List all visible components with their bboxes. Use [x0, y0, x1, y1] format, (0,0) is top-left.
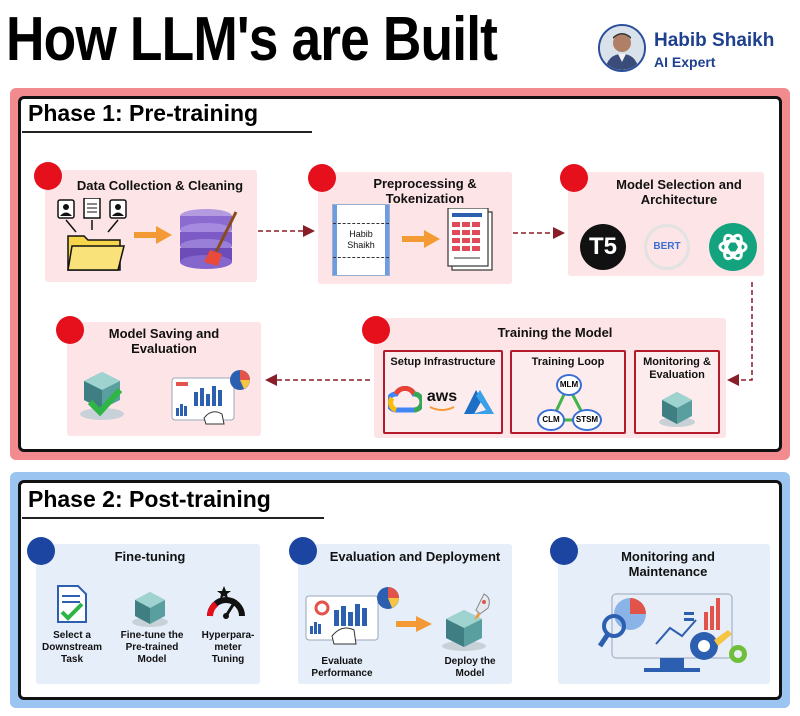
fine-tuning-item-label: Select a Downstream Task	[41, 630, 102, 665]
step-dot	[560, 164, 588, 192]
model-selection-title: Model Selection and Architecture	[616, 177, 742, 207]
fine-tuning-item-label: Hyperpara-meter Tuning	[201, 630, 255, 665]
clm-node-label: CLM	[542, 415, 560, 424]
evaluation-item-label: Deploy the Model	[444, 656, 496, 679]
phase1-underline	[22, 131, 312, 133]
t5-logo-text: T5	[588, 233, 617, 260]
setup-infrastructure-box: Setup Infrastructure	[383, 350, 503, 434]
deploy-rocket-icon	[442, 593, 490, 651]
document-icon: Habib Shaikh	[332, 204, 390, 276]
mlm-node-label: MLM	[559, 380, 579, 389]
data-collection-title: Data Collection & Cleaning	[76, 178, 244, 193]
arrow-right-icon	[396, 616, 432, 632]
t5-logo-icon: T5	[580, 224, 626, 270]
evaluation-item-label: Evaluate Performance	[311, 656, 373, 679]
azure-icon	[464, 390, 494, 414]
speed-gauge-icon	[207, 586, 245, 619]
monitoring-dashboard-icon	[597, 593, 747, 672]
step-dot	[56, 316, 84, 344]
step-dot	[308, 164, 336, 192]
stsm-node-label: STSM	[575, 415, 599, 424]
analytics-dashboard-icon	[305, 587, 399, 645]
bert-logo-icon: BERT	[644, 224, 690, 270]
document-text: Habib Shaikh	[347, 229, 375, 250]
aws-logo-text: aws	[426, 388, 458, 405]
author-name: Habib Shaikh	[654, 30, 775, 51]
training-loop-title: Training Loop	[531, 356, 605, 368]
stsm-node: STSM	[572, 409, 602, 431]
token-table-icon	[447, 208, 493, 271]
task-checklist-icon	[57, 585, 87, 623]
model-cube-icon	[659, 392, 695, 427]
google-cloud-icon	[388, 386, 422, 413]
clm-node: CLM	[537, 409, 565, 431]
setup-infrastructure-title: Setup Infrastructure	[390, 356, 496, 368]
arrow-right-icon	[134, 226, 172, 244]
model-cube-icon	[132, 592, 168, 627]
monitoring-evaluation-title: Monitoring & Evaluation	[643, 356, 711, 381]
database-cleaning-icon	[180, 209, 238, 269]
model-verified-icon	[80, 372, 124, 420]
model-saving-title: Model Saving and Evaluation	[108, 326, 220, 356]
author-role: AI Expert	[654, 54, 716, 70]
phase2-title: Phase 2: Post-training	[28, 486, 271, 512]
bert-logo-text: BERT	[653, 241, 681, 252]
openai-logo-icon	[709, 223, 757, 271]
step-dot	[289, 537, 317, 565]
analytics-dashboard-icon	[171, 370, 250, 425]
mlm-node: MLM	[556, 374, 582, 396]
step-dot	[34, 162, 62, 190]
preprocessing-title: Preprocessing & Tokenization	[373, 176, 477, 206]
step-dot	[27, 537, 55, 565]
phase1-title: Phase 1: Pre-training	[28, 100, 259, 126]
evaluation-deployment-title: Evaluation and Deployment	[329, 549, 501, 564]
fine-tuning-title: Fine-tuning	[114, 549, 186, 564]
avatar	[598, 24, 646, 72]
author-badge: Habib Shaikh AI Expert	[598, 24, 798, 74]
training-title: Training the Model	[497, 325, 613, 340]
page-title: How LLM's are Built	[6, 5, 498, 74]
monitoring-maintenance-title: Monitoring and Maintenance	[621, 549, 715, 579]
aws-logo-icon: aws	[426, 388, 458, 412]
arrow-right-icon	[402, 230, 440, 248]
phase2-underline	[22, 517, 324, 519]
step-dot	[550, 537, 578, 565]
step-dot	[362, 316, 390, 344]
documents-folder-icon	[57, 198, 127, 271]
fine-tuning-item-label: Fine-tune the Pre-trained Model	[120, 630, 184, 665]
